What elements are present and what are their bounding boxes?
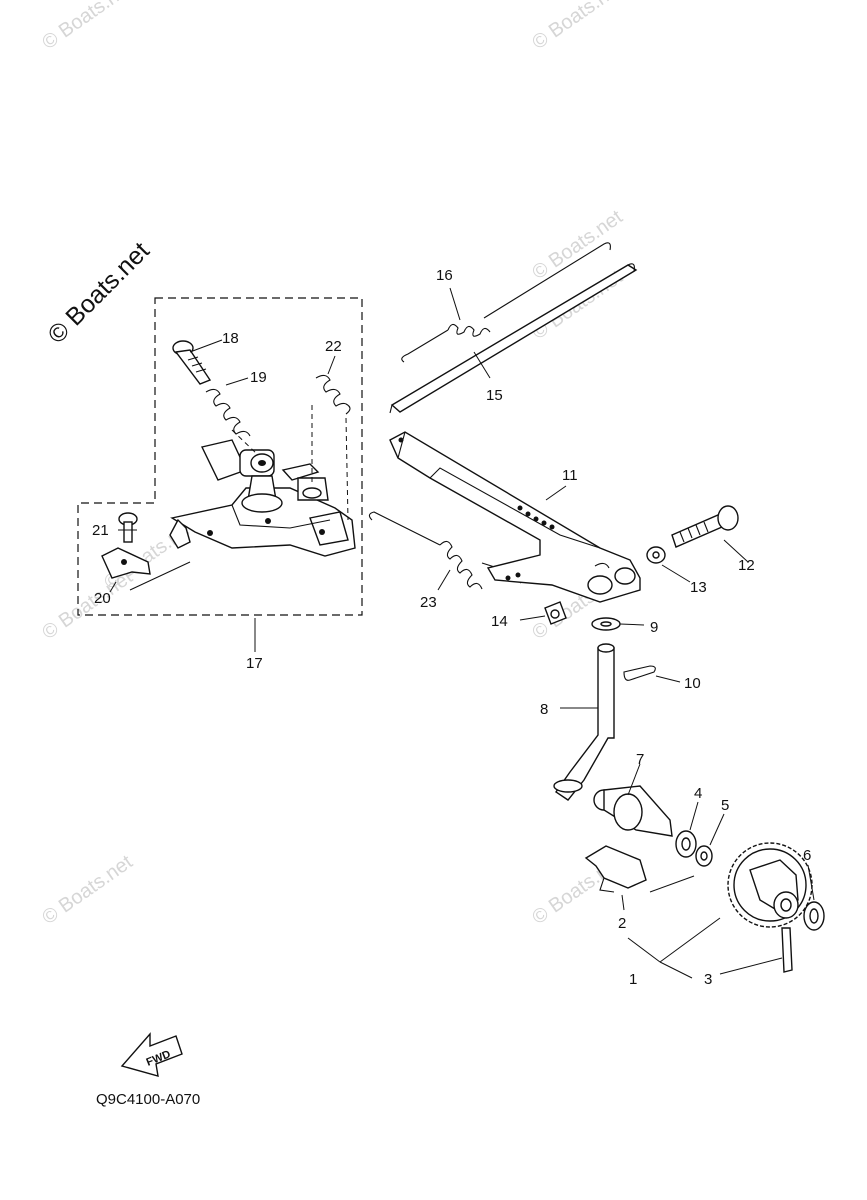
callout-15: 15 [486,387,503,404]
callout-8: 8 [540,701,548,718]
pin-10 [623,665,681,683]
callout-13: 13 [690,579,707,596]
screw-21 [118,512,138,543]
spring-19 [205,377,259,456]
assembly-17-outline [77,297,363,616]
callout-4: 4 [694,785,702,802]
weight-2 [584,845,695,911]
washer-4 [675,801,699,858]
callout-7: 7 [636,751,644,768]
washer-9 [591,617,645,631]
watermark-1: © Boats.net [38,0,137,54]
bolt-18 [172,339,223,385]
callout-9: 9 [650,619,658,636]
clip-5 [695,813,725,867]
callout-6: 6 [803,847,811,864]
callout-12: 12 [738,557,755,574]
callout-5: 5 [721,797,729,814]
callout-17: 17 [246,655,263,672]
bracket-20 [101,547,191,593]
washer-6 [803,864,825,931]
callout-labels: 1 2 3 4 5 6 7 8 9 10 11 12 13 14 15 16 1… [92,267,811,988]
callout-11: 11 [562,467,578,484]
main-watermark: © Boats.net [42,237,154,349]
callout-18: 18 [222,330,239,347]
diagram-code: Q9C4100-A070 [96,1091,200,1108]
callout-20: 20 [94,590,111,607]
bolt-12 [671,505,749,563]
watermark-2: © Boats.net [528,0,627,54]
control-lever-11 [389,431,641,603]
watermark-6: © Boats.net [38,851,137,929]
pin-3 [719,927,793,975]
governor-gear [627,842,813,979]
shaft-8 [553,643,615,801]
callout-23: 23 [420,594,437,611]
shaft-7 [593,763,673,837]
spring-22 [311,355,351,521]
callout-2: 2 [618,915,626,932]
callout-21: 21 [92,522,109,539]
callout-10: 10 [684,675,701,692]
callout-19: 19 [250,369,267,386]
callout-16: 16 [436,267,453,284]
callout-3: 3 [704,971,712,988]
washer-13 [646,546,691,583]
callout-1: 1 [629,971,637,988]
callout-22: 22 [325,338,342,355]
nut-14 [519,601,567,625]
callout-14: 14 [491,613,508,630]
fwd-arrow: FWD [120,1032,183,1077]
governor-bracket-assembly [169,439,356,557]
link-rod-15 [389,263,638,414]
watermark-layer: © Boats.net © Boats.net © Boats.net © Bo… [38,0,627,929]
spring-16 [401,242,611,363]
